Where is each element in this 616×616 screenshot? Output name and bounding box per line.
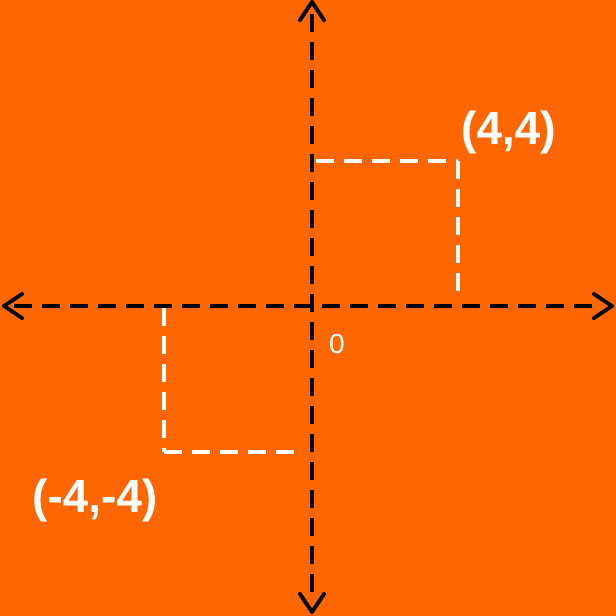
x-axis-right-arrowhead	[592, 292, 614, 320]
point-label-1: (4,4)	[461, 102, 556, 154]
guides-point-1	[316, 159, 460, 298]
origin-label: 0	[329, 328, 345, 359]
guides-point-2	[162, 308, 304, 454]
x-axis-left-arrowhead	[2, 292, 24, 320]
point-label-2: (-4,-4)	[32, 470, 157, 522]
y-axis-bottom-arrowhead	[298, 592, 326, 614]
y-axis-top-arrowhead	[298, 0, 326, 22]
